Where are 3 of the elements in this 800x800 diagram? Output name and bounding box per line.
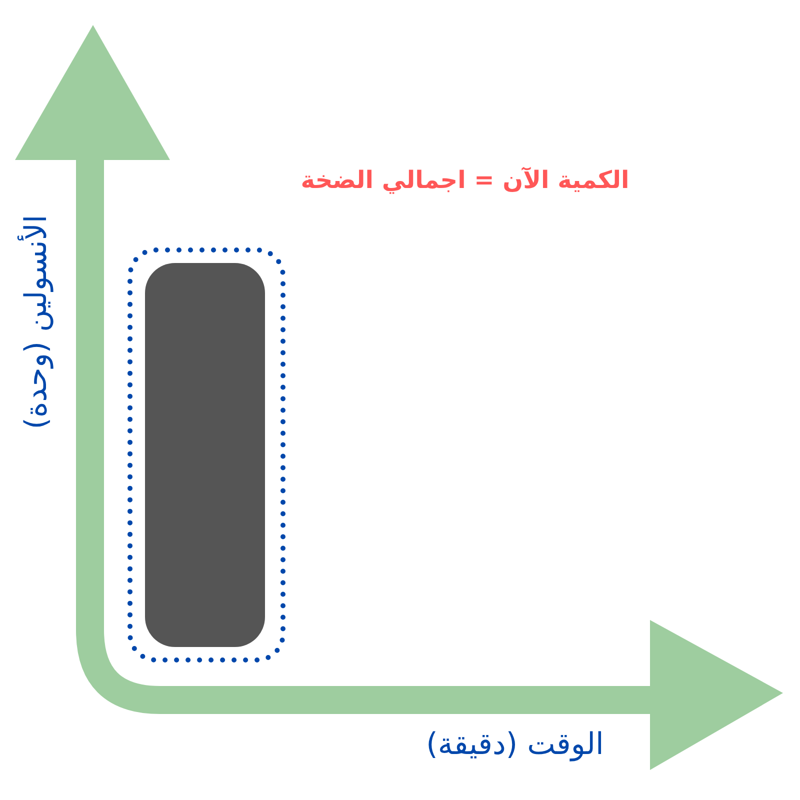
axis-label: الوقت (دقيقة) [425,726,605,764]
axis-label: الأنسولين (وحدة) [17,214,55,432]
annotation-text: الكمية الآن = اجمالي الضخة [300,166,630,194]
